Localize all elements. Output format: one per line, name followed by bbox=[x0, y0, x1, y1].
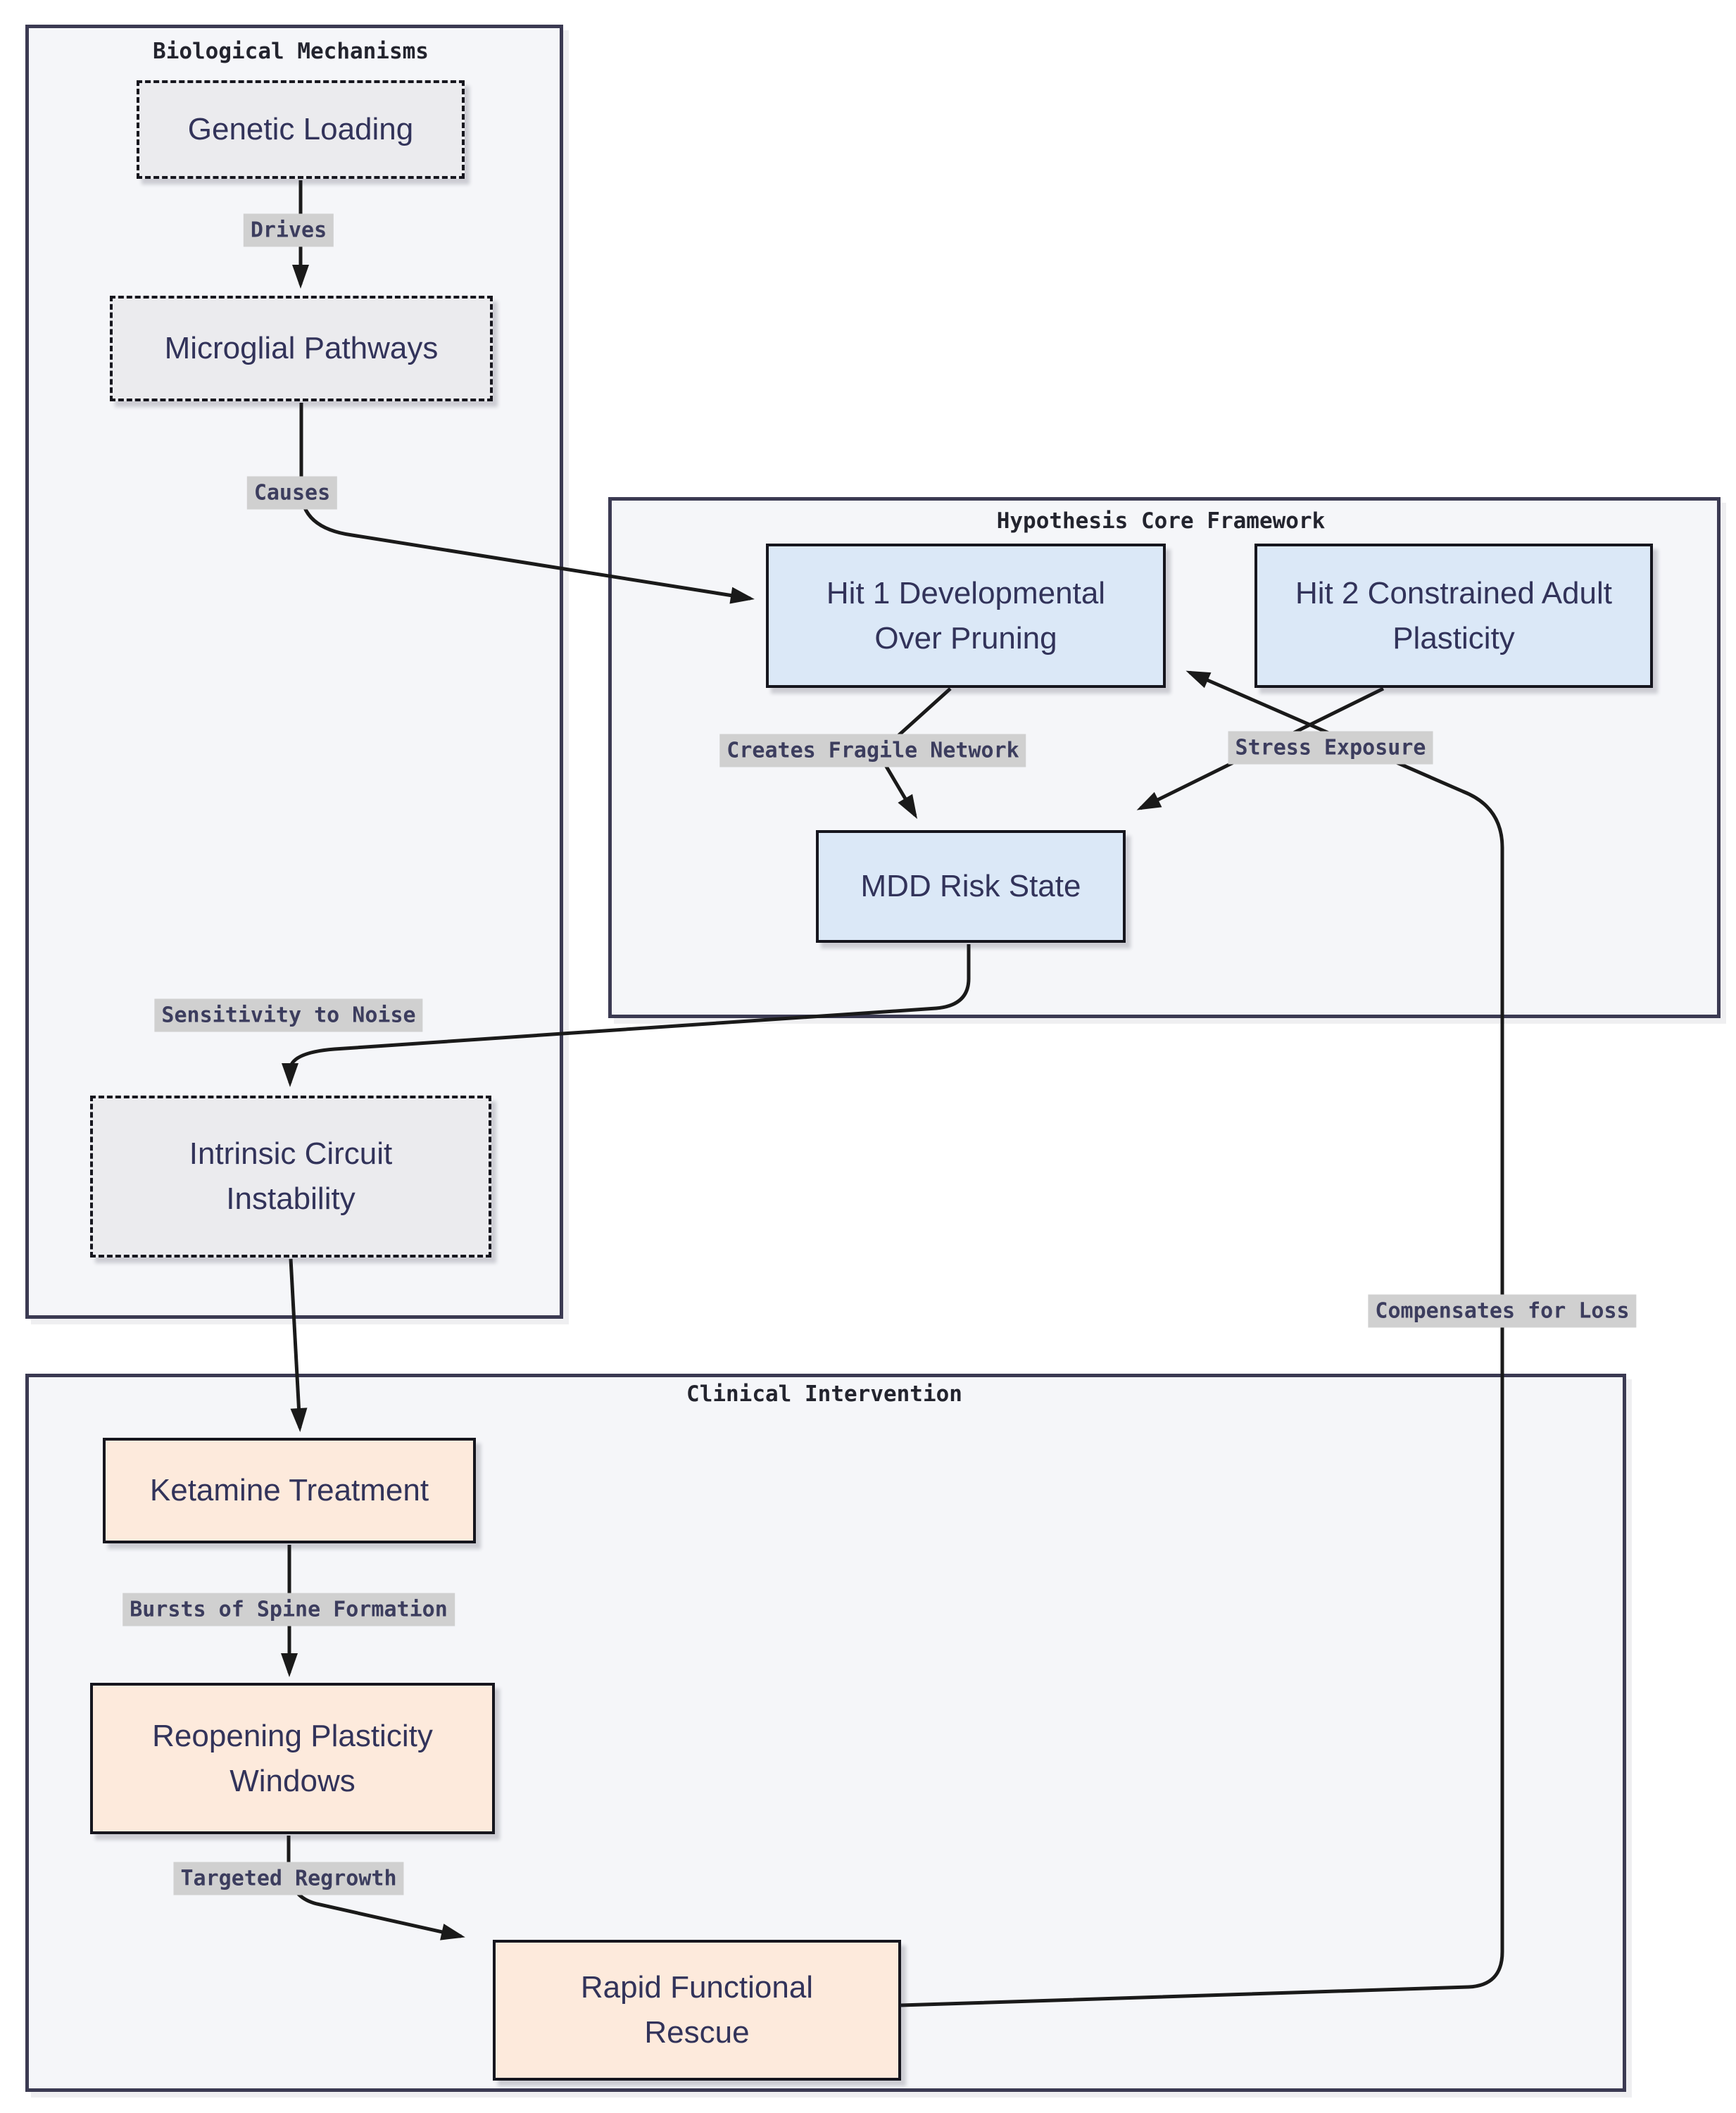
edge-label-causes: Causes bbox=[246, 476, 338, 510]
edge-label-stress-exposure: Stress Exposure bbox=[1228, 731, 1433, 765]
node-label: MDD Risk State bbox=[860, 869, 1081, 904]
edge-label-targeted-regrowth: Targeted Regrowth bbox=[173, 1862, 404, 1895]
node-intrinsic-circuit-instability: Intrinsic Circuit Instability bbox=[90, 1096, 491, 1258]
node-label: Reopening Plasticity Windows bbox=[152, 1718, 433, 1798]
node-label: Ketamine Treatment bbox=[149, 1473, 429, 1508]
edge-label-sensitivity-to-noise: Sensitivity to Noise bbox=[154, 998, 423, 1032]
node-microglial-pathways: Microglial Pathways bbox=[110, 296, 493, 401]
node-hit2-constrained-adult-plasticity: Hit 2 Constrained Adult Plasticity bbox=[1254, 544, 1653, 688]
node-reopening-plasticity-windows: Reopening Plasticity Windows bbox=[90, 1683, 495, 1834]
container-title-hypothesis-core-framework: Hypothesis Core Framework bbox=[996, 508, 1326, 534]
node-label: Microglial Pathways bbox=[164, 331, 439, 366]
edge-label-drives: Drives bbox=[243, 213, 334, 247]
node-label: Hit 2 Constrained Adult Plasticity bbox=[1295, 575, 1613, 656]
node-ketamine-treatment: Ketamine Treatment bbox=[103, 1438, 476, 1543]
node-label: Genetic Loading bbox=[187, 112, 414, 147]
node-label: Rapid Functional Rescue bbox=[580, 1970, 814, 2050]
node-label: Hit 1 Developmental Over Pruning bbox=[826, 575, 1106, 656]
container-title-biological-mechanisms: Biological Mechanisms bbox=[153, 39, 429, 64]
edge-label-compensates-for-loss: Compensates for Loss bbox=[1368, 1294, 1637, 1328]
node-genetic-loading: Genetic Loading bbox=[137, 80, 465, 179]
node-mdd-risk-state: MDD Risk State bbox=[816, 830, 1126, 943]
node-hit1-developmental-over-pruning: Hit 1 Developmental Over Pruning bbox=[766, 544, 1166, 688]
container-title-clinical-intervention: Clinical Intervention bbox=[686, 1381, 962, 1407]
node-rapid-functional-rescue: Rapid Functional Rescue bbox=[493, 1940, 901, 2081]
edge-label-creates-fragile-network: Creates Fragile Network bbox=[719, 734, 1026, 767]
edge-label-bursts-of-spine-formation: Bursts of Spine Formation bbox=[122, 1593, 455, 1626]
node-label: Intrinsic Circuit Instability bbox=[189, 1136, 393, 1216]
